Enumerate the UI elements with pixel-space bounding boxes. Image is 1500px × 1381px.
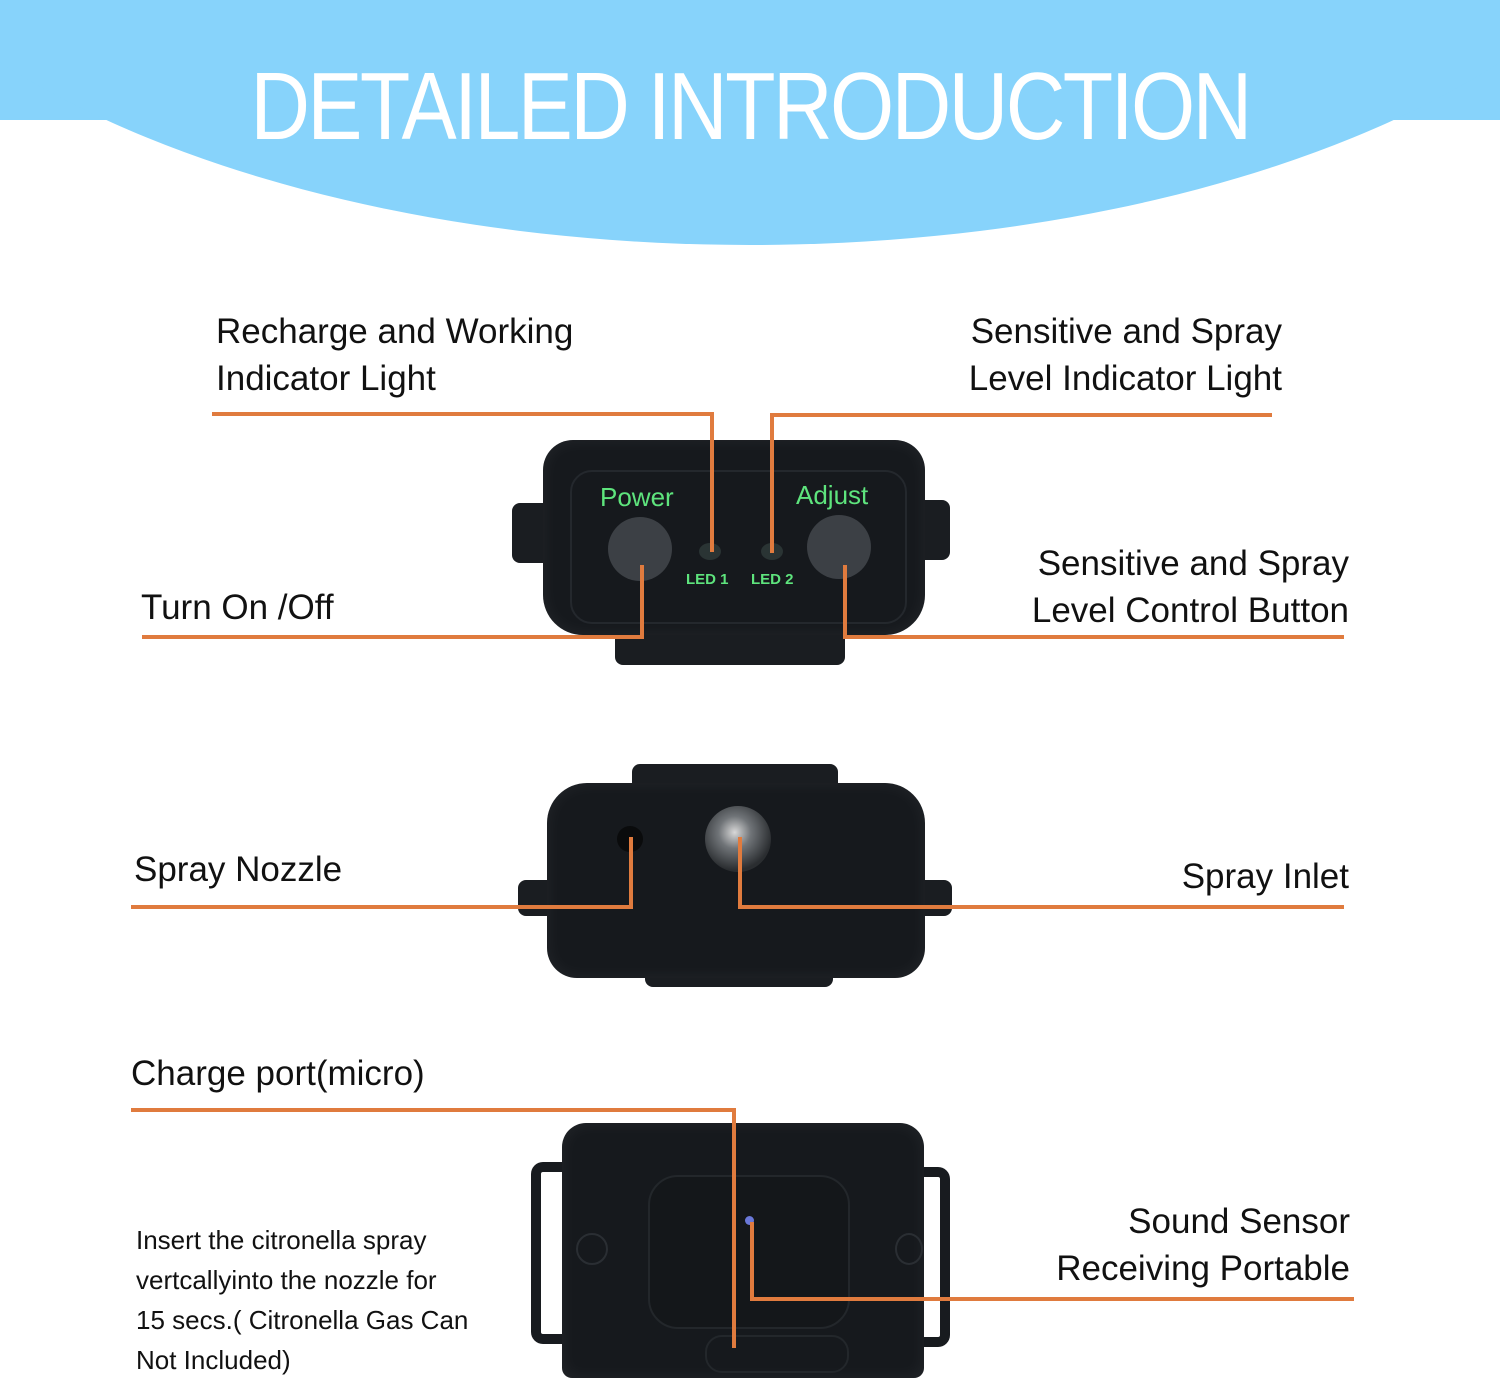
power-text: Power (600, 482, 674, 512)
leader-line (843, 635, 1344, 639)
sensor-panel (648, 1175, 850, 1329)
leader-line (640, 565, 644, 639)
callout-level-button: Sensitive and Spray Level Control Button (1031, 544, 1349, 630)
leader-line (770, 413, 1272, 417)
callout-sound-sensor: Sound Sensor Receiving Portable (1056, 1202, 1350, 1288)
callout-turn-on-off: Turn On /Off (141, 588, 334, 627)
led2-text: LED 2 (751, 571, 794, 588)
leader-line (629, 837, 633, 909)
led1-text: LED 1 (686, 571, 729, 588)
leader-line (212, 412, 714, 416)
screw-right (895, 1233, 923, 1265)
leader-line (710, 412, 714, 552)
usage-note: Insert the citronella spray vertcallyint… (136, 1225, 469, 1375)
leader-line (131, 905, 633, 909)
callout-charge-port: Charge port(micro) (131, 1054, 425, 1093)
charge-port-cover[interactable] (705, 1335, 849, 1373)
strap-loop-left (531, 1162, 591, 1344)
leader-line (843, 565, 847, 639)
strap-loop-right (900, 1167, 950, 1347)
leader-line (131, 1108, 736, 1112)
leader-line (750, 1222, 754, 1301)
leader-line (750, 1297, 1354, 1301)
device-front-panel (570, 470, 907, 624)
callout-level-indicator: Sensitive and Spray Level Indicator Ligh… (968, 312, 1282, 398)
leader-line (142, 635, 644, 639)
callout-recharge-light: Recharge and Working Indicator Light (216, 312, 574, 398)
sound-sensor-dot (745, 1216, 754, 1225)
adjust-button[interactable] (807, 515, 871, 579)
page-title: DETAILED INTRODUCTION (250, 53, 1252, 160)
adjust-text: Adjust (796, 480, 869, 510)
callout-spray-inlet: Spray Inlet (1181, 857, 1349, 896)
leader-line (732, 1108, 736, 1348)
screw-left (576, 1233, 608, 1265)
callout-spray-nozzle: Spray Nozzle (134, 850, 343, 889)
leader-line (738, 905, 1344, 909)
leader-line (770, 413, 774, 553)
leader-line (738, 837, 742, 909)
